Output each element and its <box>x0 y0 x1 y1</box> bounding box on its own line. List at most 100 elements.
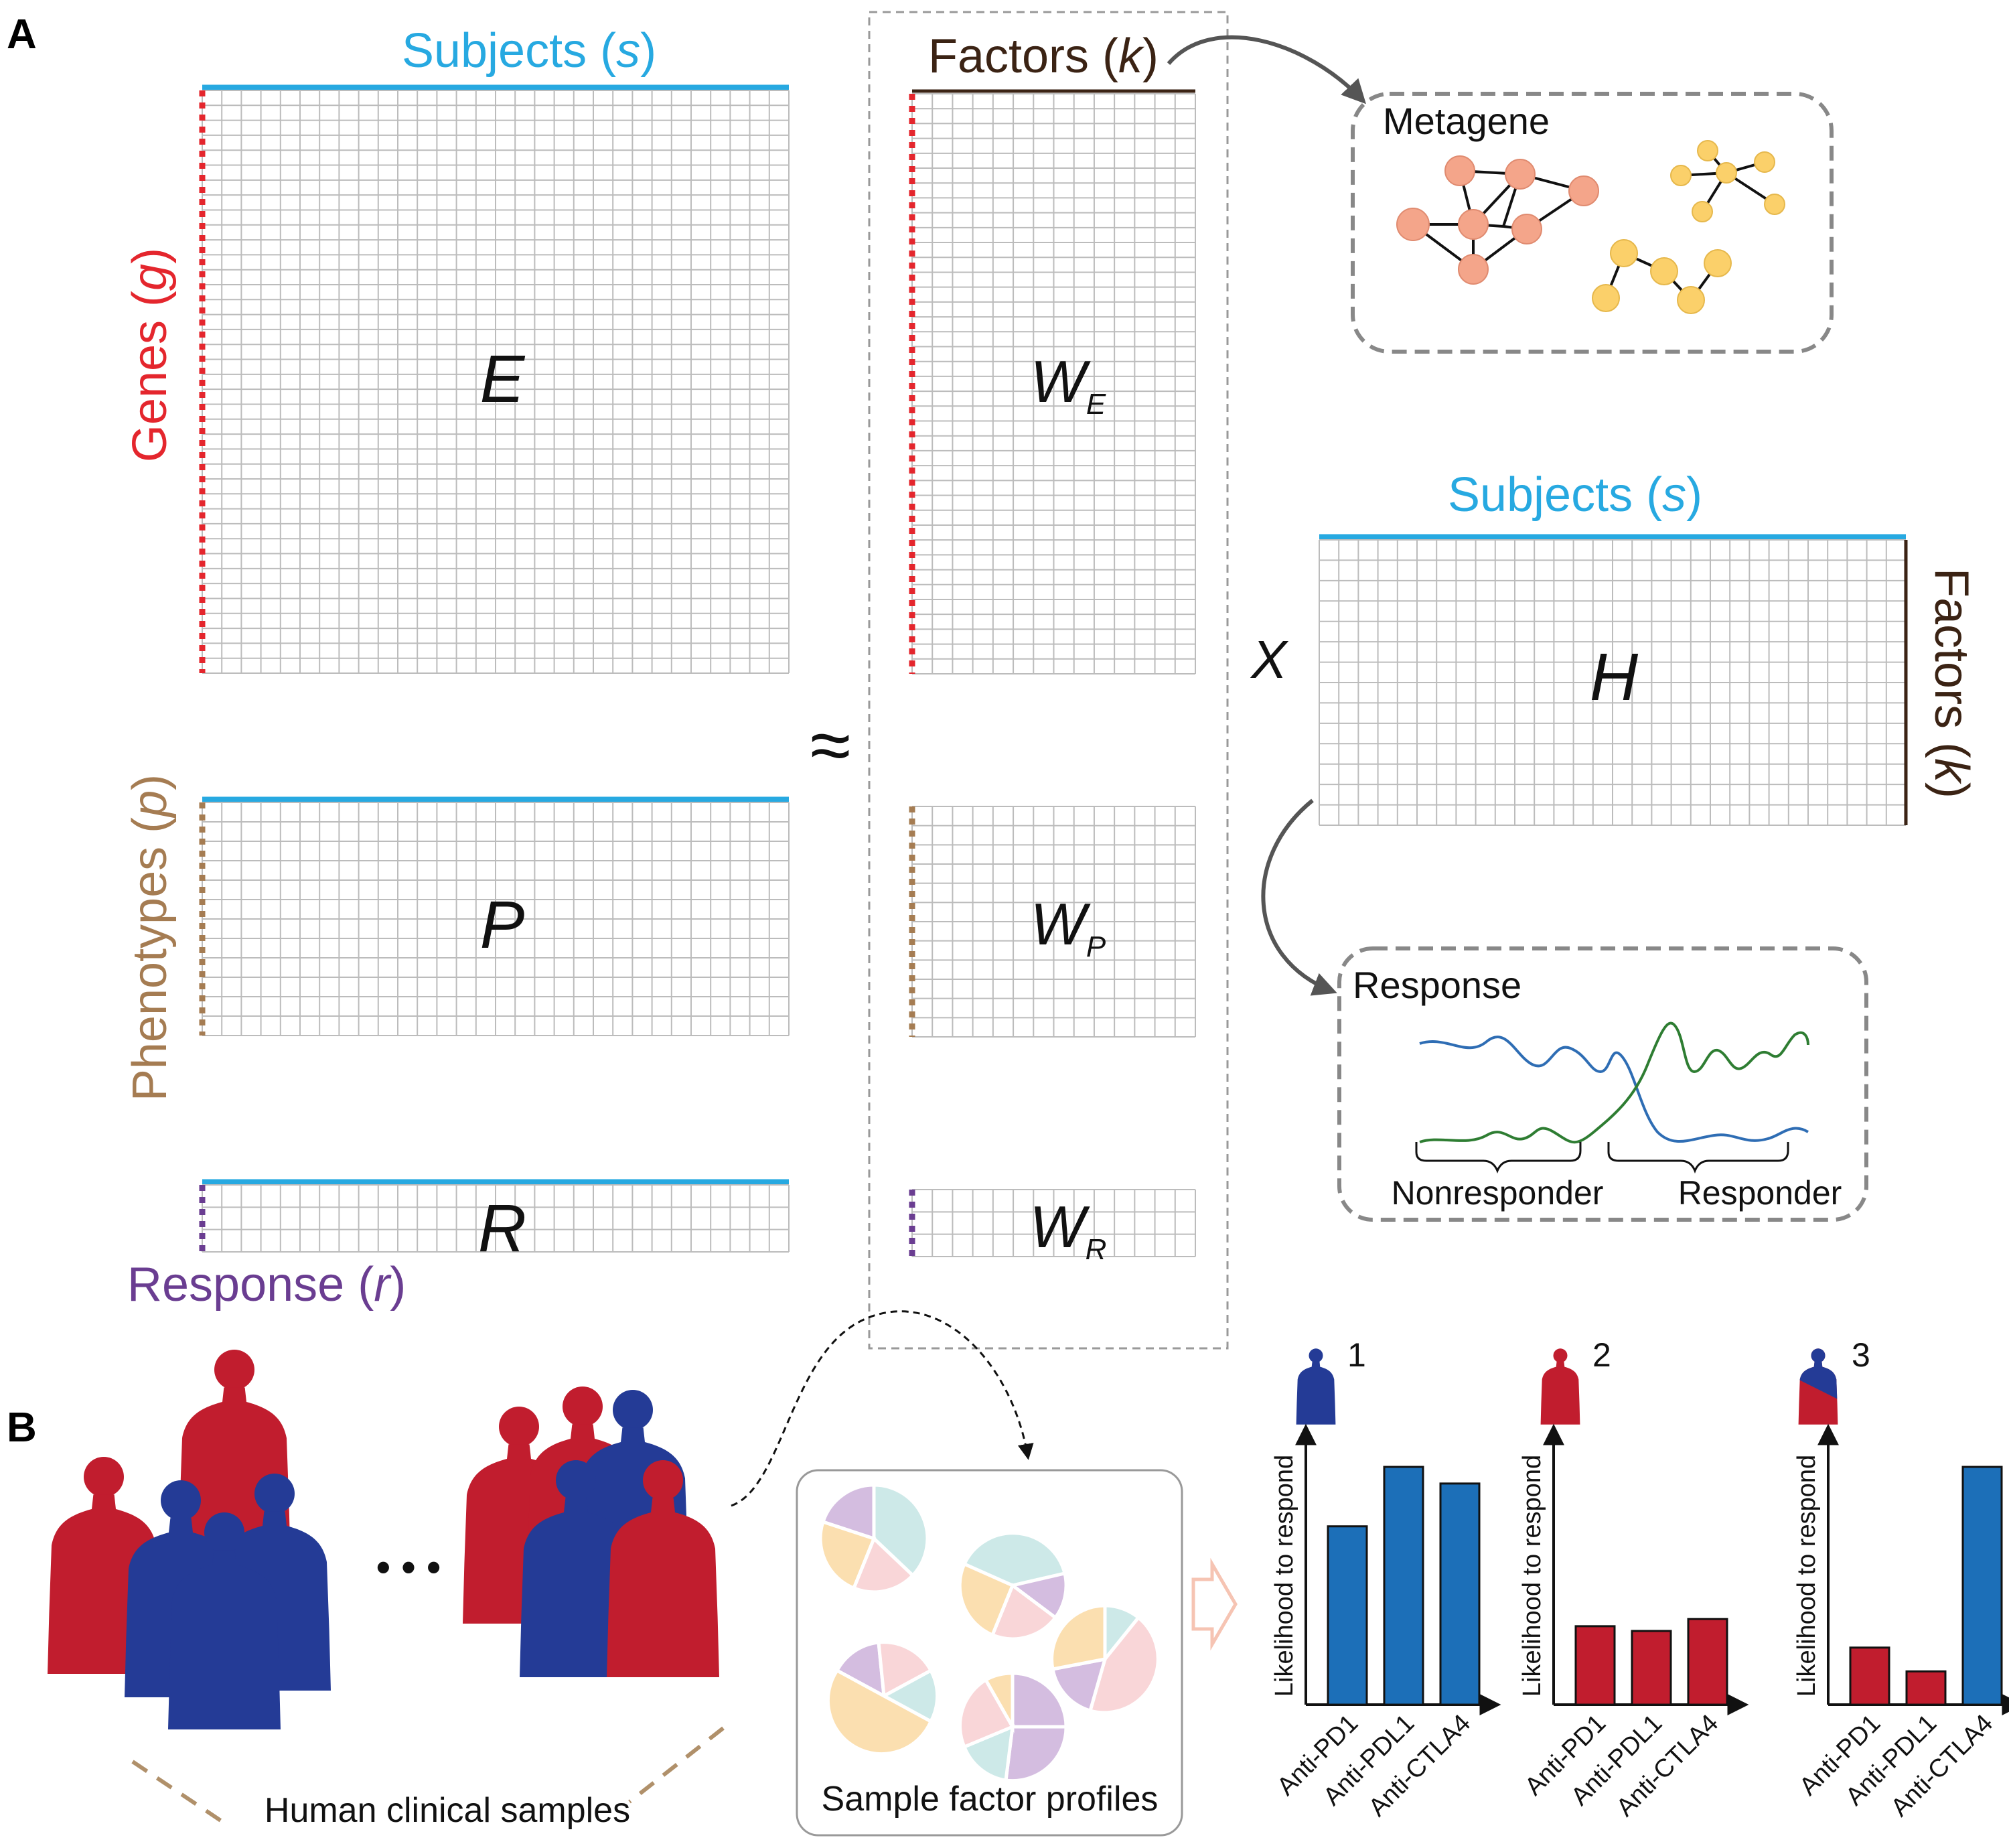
response-box: Response Nonresponder Responder <box>1337 946 1868 1222</box>
y-axis-label: Likelihood to respond <box>1793 1455 1821 1697</box>
patient-group-right <box>463 1387 719 1677</box>
pie-chart <box>1050 1604 1160 1715</box>
matrix-wp-label: WP <box>1031 891 1106 963</box>
matrix-h: H <box>1319 534 1908 826</box>
panel-label-a: A <box>7 11 37 58</box>
profiles-dashed-arrow <box>731 1310 1034 1507</box>
response-box-border <box>1337 946 1868 1222</box>
network-node <box>1458 254 1489 285</box>
patient-number: 1 <box>1347 1336 1366 1374</box>
bar <box>1327 1525 1368 1706</box>
matrix-wp: WP <box>909 806 1196 1038</box>
network-node <box>1697 140 1718 161</box>
bar <box>1439 1482 1481 1706</box>
metagene-network-yellow-2 <box>1592 239 1732 314</box>
patient-number: 2 <box>1592 1336 1611 1374</box>
responder-curve <box>1419 1021 1809 1144</box>
matrix-we: WE <box>909 93 1196 674</box>
panel-label-b: B <box>7 1405 37 1451</box>
prediction-arrow <box>1191 1557 1238 1651</box>
samples-label: Human clinical samples <box>265 1791 630 1830</box>
genes-axis-label: Genes (g) <box>123 248 177 462</box>
matrix-r-grid <box>202 1184 790 1253</box>
patient-icon <box>1296 1348 1336 1425</box>
matrix-e-label: E <box>480 342 526 417</box>
factor-profiles-box: Sample factor profiles <box>796 1469 1183 1837</box>
network-node <box>1650 257 1678 285</box>
network-node <box>1716 162 1737 184</box>
patient-number: 3 <box>1852 1336 1870 1374</box>
matrix-h-label: H <box>1590 640 1639 715</box>
times-operator: X <box>1250 630 1288 689</box>
metagene-arrow <box>1167 35 1366 104</box>
network-node <box>1610 239 1638 267</box>
person-silhouette <box>520 1460 632 1677</box>
responder-brace <box>1607 1142 1789 1174</box>
network-node <box>1670 165 1692 186</box>
subjects-axis-label-h: Subjects (s) <box>1448 468 1702 522</box>
matrix-e: E <box>199 90 790 674</box>
matrix-wr: WR <box>909 1189 1196 1266</box>
bar <box>1687 1618 1728 1706</box>
response-axis-label: Response (r) <box>127 1258 406 1311</box>
matrix-p-grid <box>202 802 790 1036</box>
pie-chart <box>958 1531 1068 1641</box>
pie-chart <box>958 1671 1068 1783</box>
metagene-network-orange <box>1396 155 1599 285</box>
network-node <box>1505 159 1536 190</box>
matrix-wp-grid <box>911 806 1196 1038</box>
metagene-box: Metagene <box>1351 92 1834 354</box>
response-arrow <box>1261 798 1337 996</box>
ellipsis: • • • <box>376 1545 441 1589</box>
network-node <box>1592 284 1620 312</box>
network-node <box>1704 249 1732 277</box>
nonresponder-brace <box>1415 1142 1582 1174</box>
phenotypes-axis-label: Phenotypes (p) <box>123 774 177 1101</box>
matrix-p: P <box>199 796 790 1036</box>
matrix-wr-grid <box>911 1189 1196 1257</box>
bar <box>1383 1466 1424 1706</box>
nonresponder-curve <box>1419 1036 1809 1143</box>
factors-axis-label-side: Factors (k) <box>1925 568 1978 798</box>
bar <box>1574 1625 1616 1706</box>
network-node <box>1754 151 1775 173</box>
metagene-box-border <box>1351 92 1834 354</box>
network-node <box>1692 201 1713 222</box>
pie-chart <box>818 1483 929 1594</box>
bar <box>1961 1466 2003 1706</box>
bar <box>1849 1646 1890 1706</box>
pie-chart <box>826 1640 940 1756</box>
approx-operator: ≈ <box>810 704 850 786</box>
matrix-we-label: WE <box>1031 348 1106 421</box>
person-silhouette <box>178 1350 291 1567</box>
network-node <box>1511 214 1542 244</box>
y-axis-label: Likelihood to respond <box>1270 1455 1298 1697</box>
person-silhouette <box>607 1460 719 1677</box>
network-node <box>1458 209 1489 240</box>
samples-bracket-right <box>628 1726 725 1804</box>
metagene-title: Metagene <box>1383 100 1550 142</box>
factors-axis-label: Factors (k) <box>928 29 1159 83</box>
responder-label: Responder <box>1678 1174 1842 1212</box>
person-silhouette <box>168 1512 281 1729</box>
matrix-p-label: P <box>480 887 525 963</box>
subjects-axis-label: Subjects (s) <box>402 24 656 78</box>
bar <box>1905 1670 1947 1706</box>
network-node <box>1677 286 1705 314</box>
matrix-r-label: R <box>478 1191 526 1266</box>
network-node <box>1396 208 1430 241</box>
bar <box>1631 1630 1672 1706</box>
w-matrix-group-box <box>868 11 1229 1350</box>
profiles-label: Sample factor profiles <box>822 1780 1159 1819</box>
metagene-network-yellow-1 <box>1670 140 1785 222</box>
network-node <box>1764 194 1785 215</box>
matrix-wr-label: WR <box>1030 1194 1107 1266</box>
nonresponder-label: Nonresponder <box>1392 1174 1604 1212</box>
matrix-r: R <box>199 1179 790 1266</box>
patient-icon <box>1540 1348 1580 1425</box>
